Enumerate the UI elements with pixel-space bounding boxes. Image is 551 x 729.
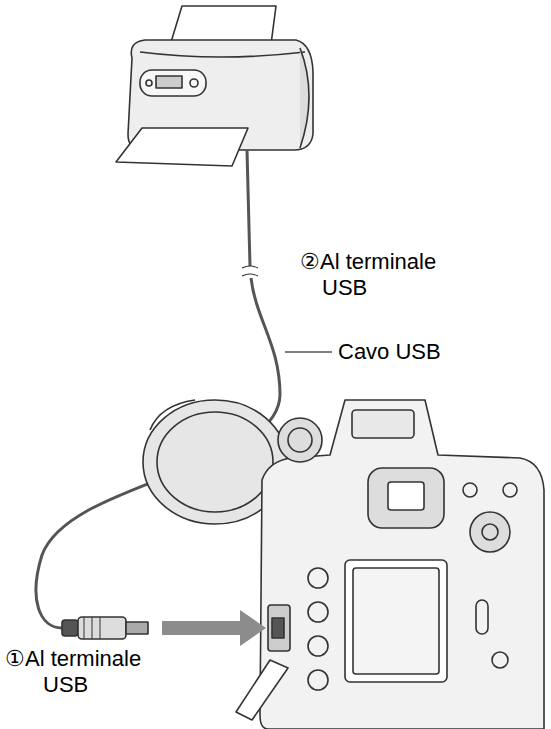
callout-label: ②Al terminale USB [300, 249, 472, 301]
callout-label: Cavo USB [338, 339, 478, 365]
callout-label: ①Al terminale USB [5, 646, 155, 698]
